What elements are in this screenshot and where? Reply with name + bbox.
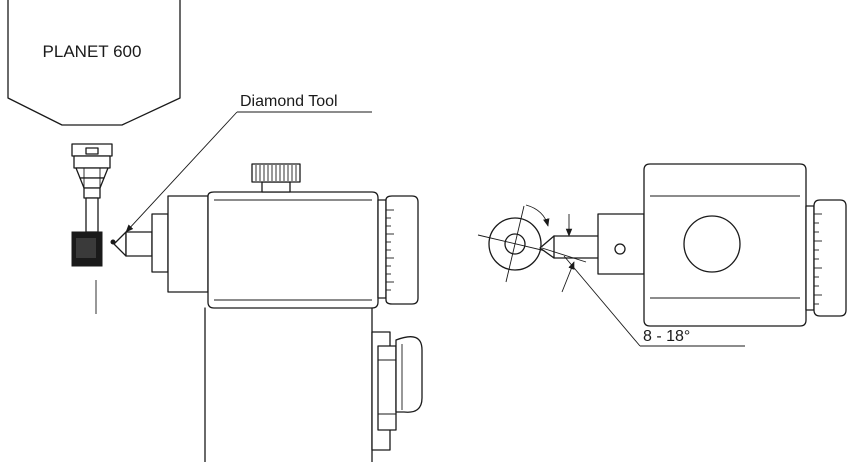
machine-head: PLANET 600 [7, 0, 181, 126]
body-main [207, 191, 379, 309]
machine-head-body [7, 0, 181, 126]
diamond-cone-top [539, 235, 555, 259]
spindle-collar-2 [73, 155, 111, 169]
dial-scale [386, 209, 394, 291]
diamond-tool-label: Diamond Tool [240, 93, 338, 110]
lever-mount [377, 345, 397, 431]
wheel-axis-2 [505, 205, 525, 283]
top-dial-ring [805, 205, 815, 311]
top-knob-circle [683, 215, 741, 273]
top-dial-drum [813, 199, 847, 317]
top-pin-hole [614, 243, 626, 255]
diamond-cone [113, 231, 127, 257]
angle-line [541, 247, 587, 263]
dresser-side-view [113, 163, 419, 309]
machine-label: PLANET 600 [43, 42, 142, 61]
dial-ring [377, 199, 387, 299]
lever-handle [395, 336, 423, 413]
spindle-slot [85, 147, 99, 155]
spindle [71, 143, 113, 233]
body-front [167, 195, 209, 293]
spindle-taper [83, 187, 101, 199]
dimension-arrow-bottom [561, 261, 575, 293]
callout-arrow [125, 111, 238, 233]
knob-neck [261, 181, 291, 193]
angle-detail: 8 - 18° [539, 214, 745, 347]
spindle-shaft [85, 197, 99, 233]
dresser-top-view [597, 163, 847, 327]
top-dial-scale [814, 213, 822, 305]
dresser-base [204, 307, 423, 462]
dial-drum [385, 195, 419, 305]
grinding-wheel-symbol [477, 204, 551, 283]
rotation-arrow [525, 204, 550, 227]
knob-knurl [255, 165, 297, 181]
diamond-tool-callout: Diamond Tool [125, 93, 372, 233]
wheel-axis-1 [477, 234, 551, 253]
angle-label: 8 - 18° [643, 328, 690, 345]
angle-leader [563, 255, 641, 347]
front-flange [151, 213, 169, 273]
spindle-nut-1 [75, 167, 109, 179]
stylus-shank [125, 231, 153, 257]
